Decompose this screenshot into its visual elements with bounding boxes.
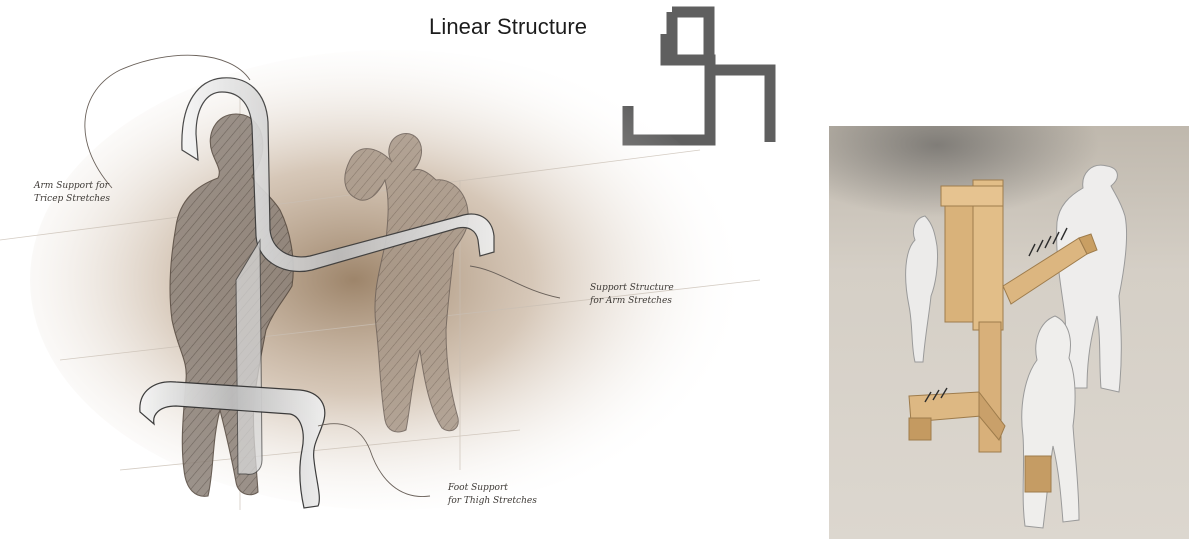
annotation-arm-support: Arm Support for Tricep Stretches — [34, 180, 110, 206]
ribbon-vertical — [236, 240, 262, 474]
concept-sketch — [0, 30, 820, 539]
annotation-support-structure: Support Structure for Arm Stretches — [590, 282, 674, 308]
model-photo — [829, 126, 1189, 539]
model-photo-illustration — [829, 126, 1189, 539]
annotation-foot-support: Foot Support for Thigh Stretches — [448, 482, 537, 508]
